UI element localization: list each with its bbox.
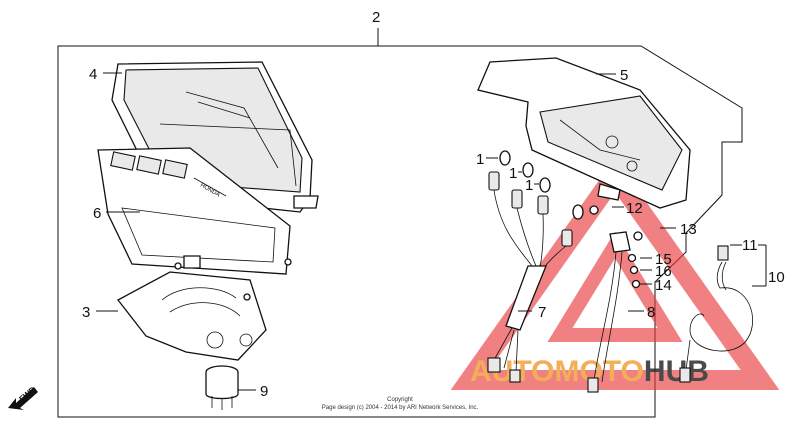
- callout-7: 7: [538, 304, 546, 321]
- callout-labels: 2 4 6 3 9 5 1 1 1 12 13 15 16 14 7 8 11 …: [82, 9, 785, 400]
- callout-13: 13: [680, 221, 697, 238]
- forward-arrow: FWD: [8, 385, 38, 410]
- copyright-line: Page design (c) 2004 - 2014 by ARI Netwo…: [322, 405, 479, 411]
- callout-1c: 1: [525, 177, 533, 194]
- callout-15: 15: [655, 251, 672, 268]
- callout-10: 10: [768, 269, 785, 286]
- part-1-bulbs: [488, 150, 584, 247]
- part-8-lamp-lead: [587, 231, 631, 393]
- callout-5: 5: [620, 67, 628, 84]
- part-3-dial-plate: [117, 271, 267, 361]
- watermark-text-hub: HUB: [644, 355, 709, 388]
- small-hardware: [589, 205, 676, 289]
- callout-14: 14: [655, 277, 672, 294]
- callout-2: 2: [372, 9, 380, 26]
- callout-3: 3: [82, 304, 90, 321]
- callout-9: 9: [260, 383, 268, 400]
- copyright-title: Copyright: [387, 397, 413, 403]
- part-6-face-plate: HONDA: [97, 147, 292, 275]
- diagram-frame: [57, 28, 743, 418]
- callout-1a: 1: [476, 151, 484, 168]
- part-5-meter-case: [477, 57, 691, 209]
- part-9-bulb-socket: [205, 365, 239, 410]
- callout-11: 11: [742, 237, 758, 254]
- callout-1b: 1: [509, 165, 517, 182]
- callout-4: 4: [89, 66, 97, 83]
- callout-16: 16: [655, 263, 672, 280]
- callout-12: 12: [626, 200, 643, 217]
- copyright-notice: Copyright Page design (c) 2004 - 2014 by…: [322, 397, 479, 411]
- part-7-wire-harness: [487, 189, 567, 383]
- callout-8: 8: [647, 304, 655, 321]
- part-10-speedometer-cable: [679, 244, 767, 383]
- callout-6: 6: [93, 205, 101, 222]
